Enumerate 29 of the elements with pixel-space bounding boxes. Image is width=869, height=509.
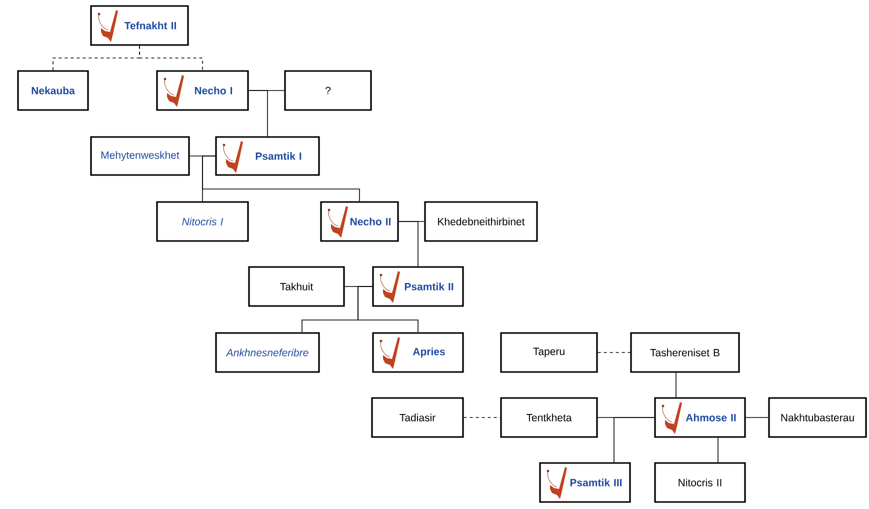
person-box: Mehytenweskhet	[90, 136, 190, 176]
connector-line	[248, 90, 268, 137]
person-box: Taperu	[500, 332, 598, 373]
person-box: Psamtik I	[215, 136, 320, 176]
connector-line	[597, 352, 631, 353]
person-box: ?	[284, 70, 372, 111]
person-box: Takhuit	[248, 266, 345, 307]
person-box: Ahmose II	[654, 397, 746, 438]
person-box: Tefnakht II	[90, 5, 189, 46]
person-box: Psamtik II	[372, 266, 464, 307]
connector-line	[398, 221, 418, 267]
person-box: Apries	[372, 332, 464, 373]
person-box: Tadiasir	[371, 397, 464, 438]
connector-line	[139, 45, 203, 71]
person-box: Khedebneithirbinet	[424, 201, 538, 242]
person-box: Tentkheta	[500, 397, 598, 438]
person-box: Ankhnesneferibre	[215, 332, 320, 373]
person-box: Tashereniset B	[630, 332, 740, 373]
connector-line	[202, 156, 360, 202]
person-box: Nitocris II	[654, 462, 746, 503]
person-box: Nitocris I	[156, 201, 249, 242]
connector-line	[358, 286, 418, 333]
person-box: Psamtik III	[539, 462, 631, 503]
person-box: Necho I	[156, 70, 249, 111]
person-box: Nakhtubasterau	[768, 397, 867, 438]
person-box: Necho II	[320, 201, 399, 242]
connector-line	[614, 417, 655, 463]
connector-line	[745, 417, 769, 418]
person-box: Nekauba	[17, 70, 89, 111]
